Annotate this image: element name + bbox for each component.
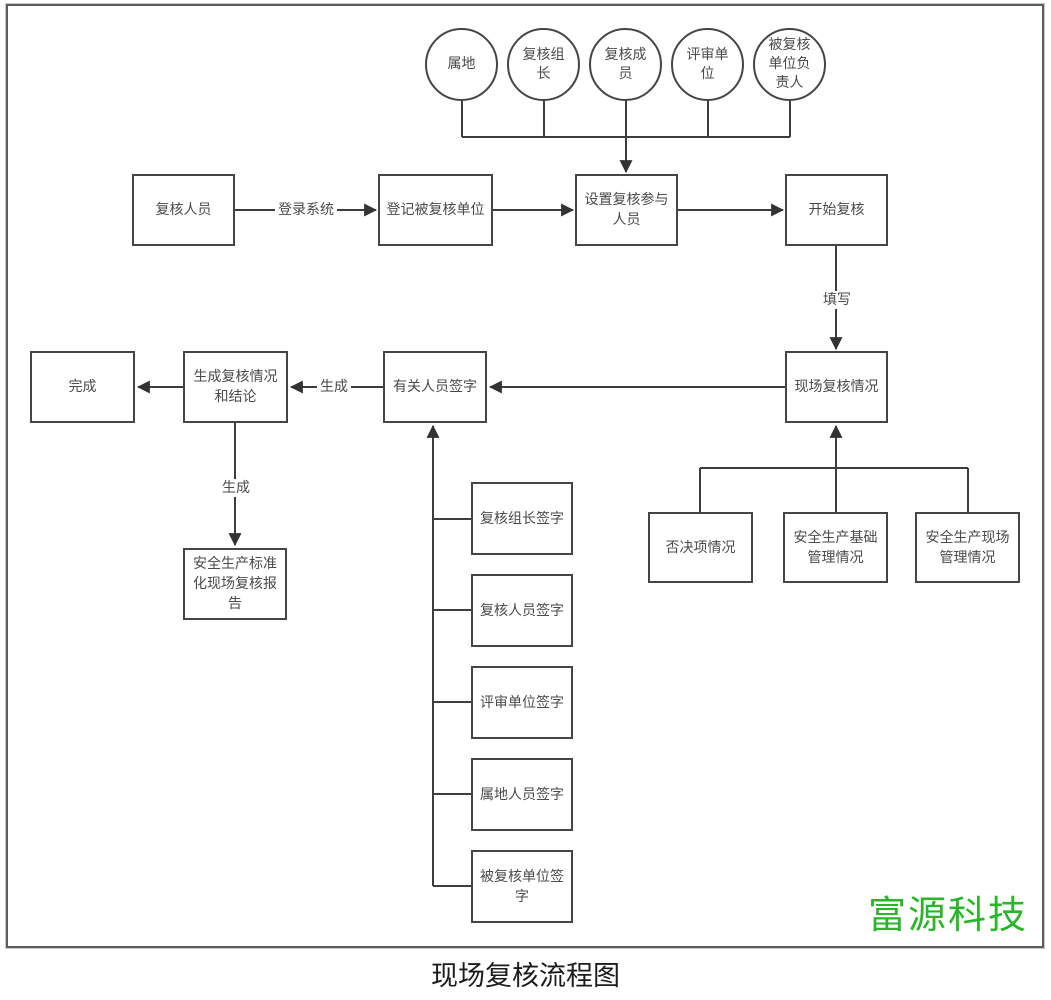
- node-sig-territory-label: 属地人员签字: [480, 786, 564, 803]
- edge-label-generate-conclusion: 生成: [317, 378, 351, 396]
- node-done: 完成: [30, 351, 135, 423]
- node-site-review-status: 现场复核情况: [785, 351, 888, 423]
- node-start-review: 开始复核: [785, 174, 888, 246]
- circle-review-leader-label: 复核组长: [522, 46, 565, 82]
- node-start-review-label: 开始复核: [808, 202, 865, 218]
- node-related-signatures-label: 有关人员签字: [393, 379, 477, 395]
- node-sig-reviewer-label: 复核人员签字: [480, 602, 564, 619]
- node-site-review-status-label: 现场复核情况: [794, 379, 879, 395]
- circle-review-member: 复核成员: [589, 28, 662, 101]
- circle-reviewed-unit-head-label: 被复核单位负责人: [768, 37, 811, 91]
- circle-assess-unit: 评审单位: [671, 28, 744, 101]
- node-related-signatures: 有关人员签字: [383, 351, 487, 423]
- circle-reviewed-unit-head: 被复核单位负责人: [753, 28, 826, 101]
- node-basic-mgmt: 安全生产基础管理情况: [783, 512, 888, 583]
- edge-label-fill: 填写: [820, 291, 854, 309]
- watermark-company-logo: 富源科技: [868, 893, 1029, 937]
- node-generate-conclusion: 生成复核情况和结论: [183, 351, 288, 423]
- node-register-unit: 登记被复核单位: [378, 174, 493, 246]
- node-reviewer: 复核人员: [132, 174, 235, 246]
- circle-assess-unit-label: 评审单位: [686, 46, 729, 82]
- node-register-unit-label: 登记被复核单位: [386, 202, 485, 218]
- node-site-mgmt: 安全生产现场管理情况: [915, 512, 1020, 583]
- node-done-label: 完成: [68, 379, 97, 395]
- node-set-participants-label: 设置复核参与人员: [584, 192, 669, 228]
- node-veto-items: 否决项情况: [648, 512, 753, 583]
- circle-territory: 属地: [425, 28, 498, 101]
- edge-label-generate-report: 生成: [219, 479, 253, 497]
- node-standard-report: 安全生产标准化现场复核报告: [183, 548, 287, 620]
- node-veto-items-label: 否决项情况: [665, 539, 736, 556]
- node-sig-reviewed-unit: 被复核单位签字: [471, 850, 573, 923]
- node-generate-conclusion-label: 生成复核情况和结论: [193, 369, 278, 405]
- node-reviewer-label: 复核人员: [155, 202, 212, 218]
- node-sig-reviewed-unit-label: 被复核单位签字: [480, 868, 564, 905]
- diagram-caption: 现场复核流程图: [431, 961, 620, 992]
- node-sig-leader-label: 复核组长签字: [480, 510, 564, 527]
- node-sig-assess-unit-label: 评审单位签字: [480, 694, 564, 711]
- node-sig-assess-unit: 评审单位签字: [471, 666, 573, 739]
- node-sig-territory: 属地人员签字: [471, 758, 573, 831]
- node-site-mgmt-label: 安全生产现场管理情况: [925, 529, 1010, 566]
- circle-review-member-label: 复核成员: [604, 46, 647, 82]
- node-standard-report-label: 安全生产标准化现场复核报告: [193, 556, 277, 612]
- circle-territory-label: 属地: [447, 56, 476, 72]
- node-set-participants: 设置复核参与人员: [575, 174, 678, 246]
- edge-label-login-system: 登录系统: [275, 201, 337, 219]
- circle-review-leader: 复核组长: [507, 28, 580, 101]
- node-sig-leader: 复核组长签字: [471, 482, 573, 555]
- node-sig-reviewer: 复核人员签字: [471, 574, 573, 647]
- node-basic-mgmt-label: 安全生产基础管理情况: [793, 529, 878, 566]
